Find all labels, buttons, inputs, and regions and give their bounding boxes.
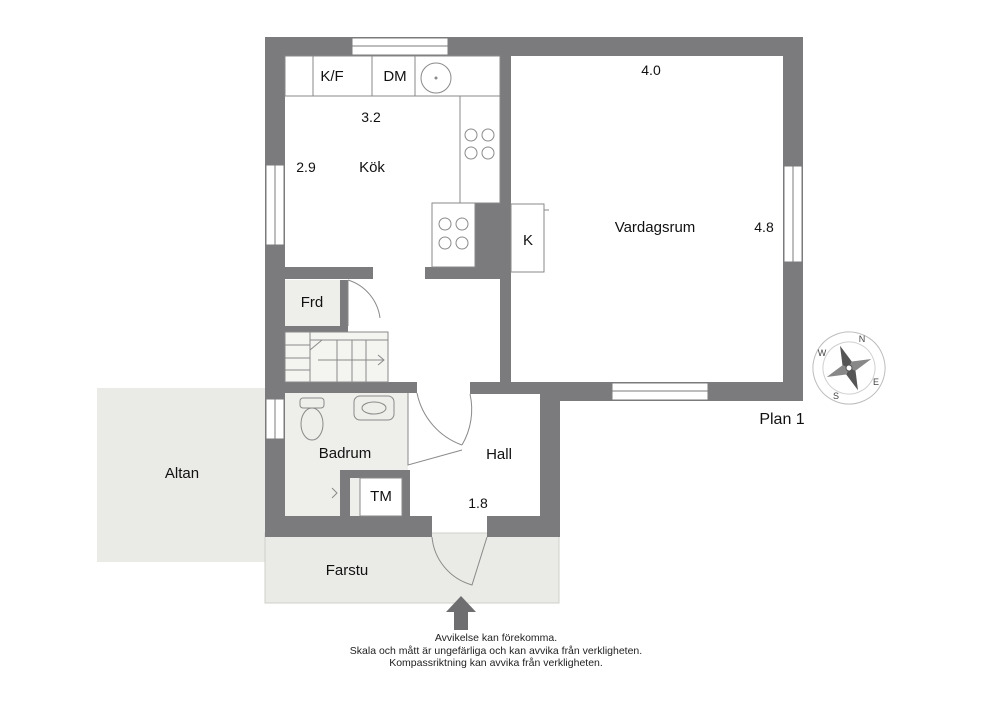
compass-icon	[812, 331, 886, 405]
compass-w: W	[818, 348, 827, 358]
label-altan: Altan	[165, 465, 199, 482]
compass-e: E	[873, 377, 879, 387]
label-badrum: Badrum	[319, 445, 372, 462]
kitchen-counters	[284, 55, 501, 268]
washbasin-icon	[353, 395, 395, 421]
label-k: K	[523, 232, 533, 249]
altan-terrace	[97, 388, 266, 562]
label-tm: TM	[370, 488, 392, 505]
dim-kok-width: 3.2	[361, 109, 381, 125]
stove-icon	[438, 128, 495, 250]
label-kf: K/F	[320, 68, 343, 85]
tm-box	[359, 477, 403, 517]
disclaimer-line-2: Skala och mått är ungefärliga och kan av…	[349, 644, 643, 657]
hall-doors-icon	[407, 392, 488, 586]
stairs-icon	[284, 331, 389, 383]
sink-icon	[420, 62, 452, 94]
dim-kok-depth: 2.9	[296, 159, 316, 175]
label-plan: Plan 1	[759, 411, 804, 428]
label-farstu: Farstu	[326, 562, 369, 579]
dim-vardagsrum-depth: 4.8	[754, 219, 774, 235]
farstu-area	[264, 532, 560, 604]
compass-n: N	[859, 334, 866, 344]
disclaimer-line-1: Avvikelse kan förekomma.	[434, 632, 558, 644]
entrance-arrow-icon	[446, 596, 476, 630]
label-vardagsrum: Vardagsrum	[615, 219, 696, 236]
toilet-icon	[299, 397, 325, 441]
frd-door-icon	[347, 279, 381, 326]
disclaimer: Avvikelse kan förekomma. Skala och mått …	[300, 632, 692, 670]
label-frd: Frd	[301, 294, 324, 311]
compass-s: S	[833, 391, 839, 401]
label-kok: Kök	[359, 159, 385, 176]
disclaimer-line-3: Kompassriktning kan avvika från verkligh…	[389, 657, 603, 669]
frd-floor	[285, 280, 345, 326]
fireplace-box	[510, 203, 545, 273]
label-dm: DM	[383, 68, 406, 85]
label-hall: Hall	[486, 446, 512, 463]
dim-vardagsrum-width: 4.0	[641, 62, 661, 78]
dim-hall-size: 1.8	[468, 495, 488, 511]
